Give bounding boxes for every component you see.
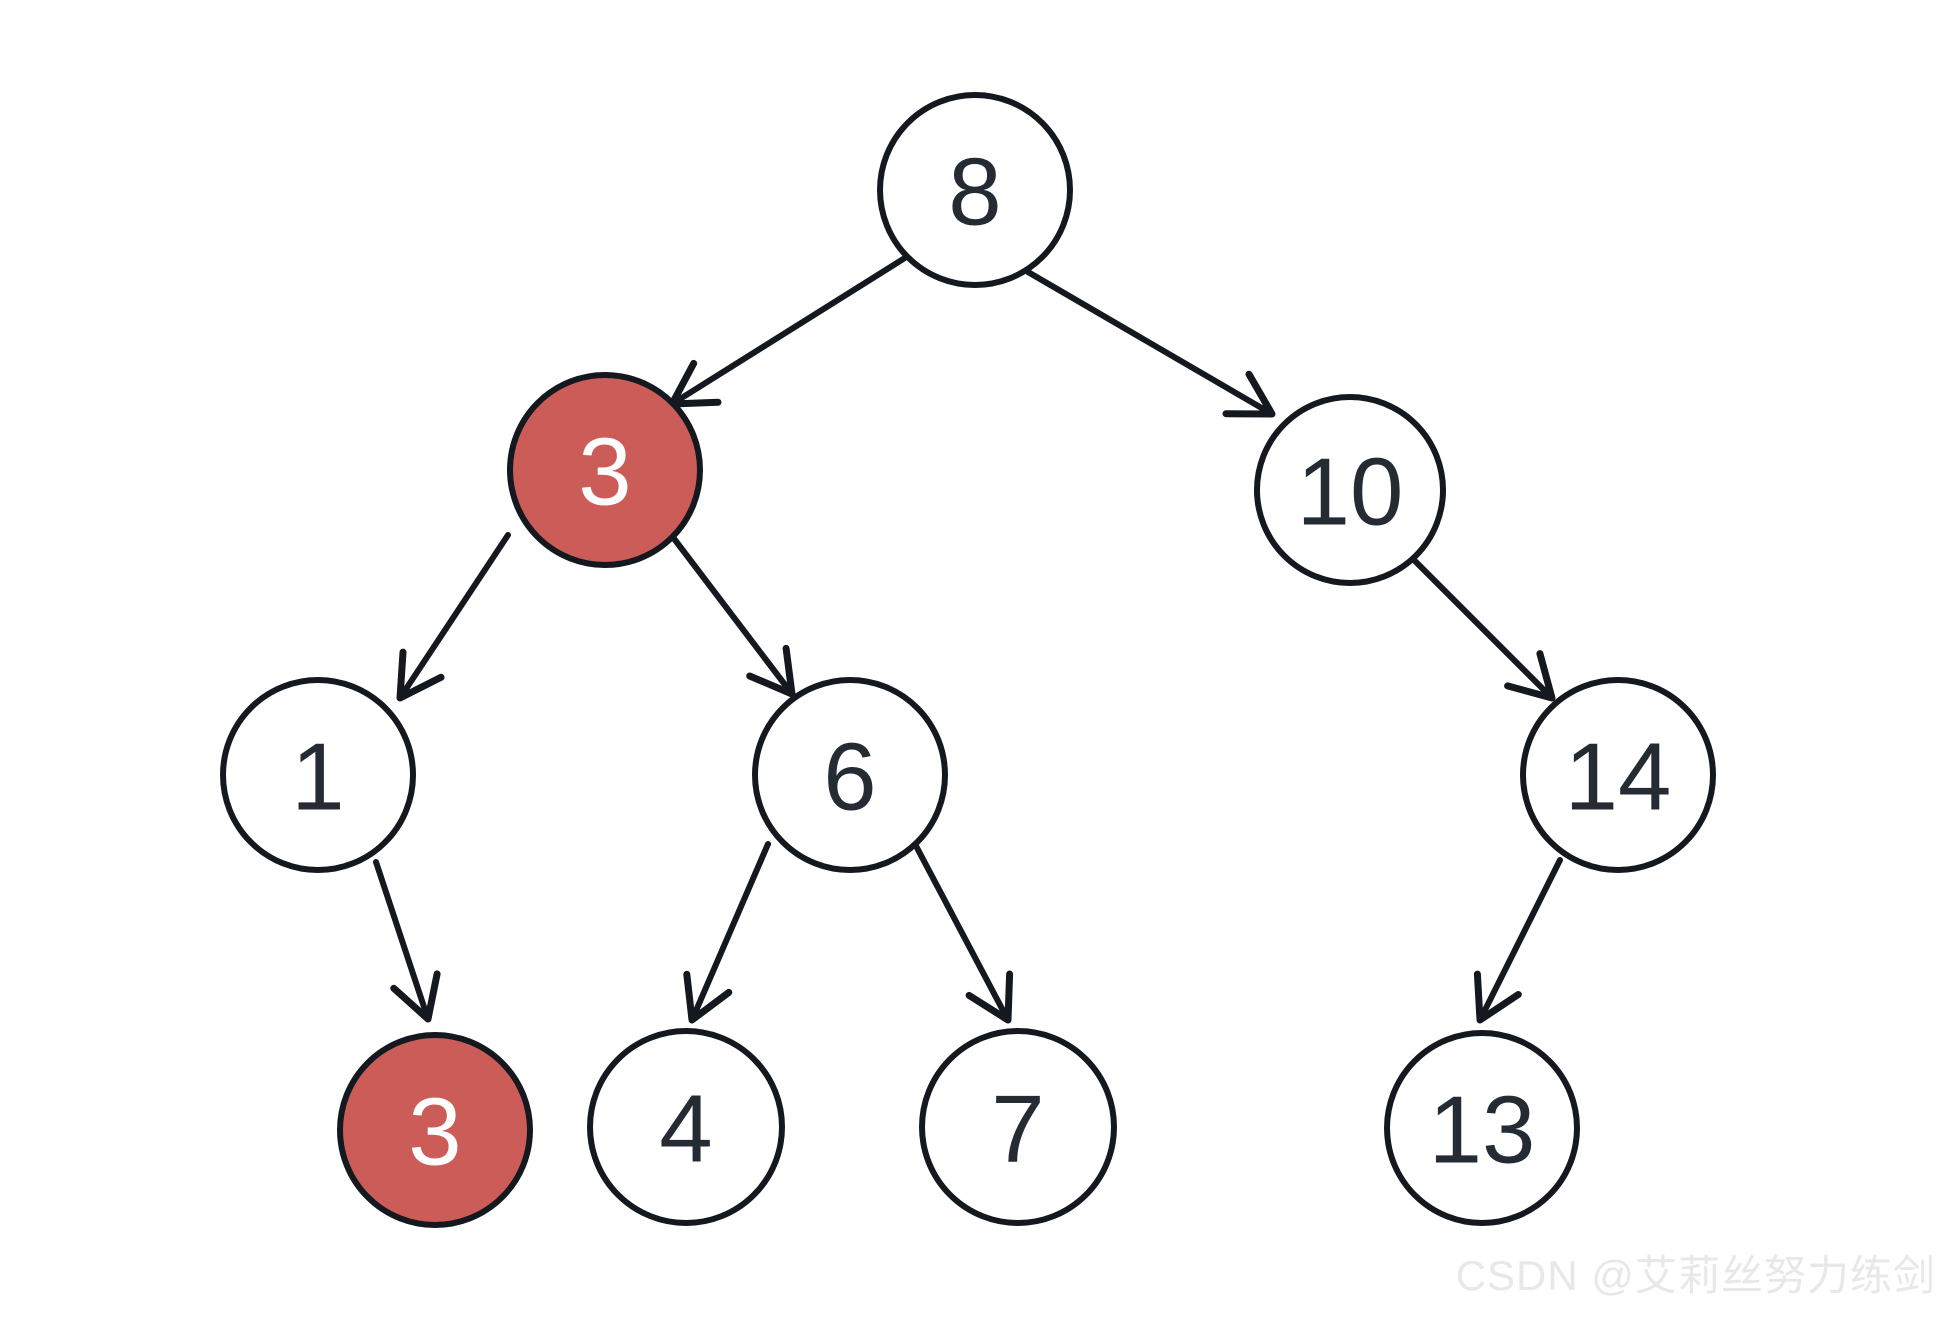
- node-value-label: 3: [578, 419, 631, 526]
- tree-node[interactable]: 6: [752, 677, 948, 873]
- tree-node-highlighted[interactable]: 3: [507, 372, 703, 568]
- node-value-label: 14: [1565, 724, 1672, 831]
- tree-edge: [373, 859, 441, 1023]
- arrowhead-icon: [396, 648, 445, 702]
- tree-edge: [1473, 857, 1563, 1024]
- tree-edge: [1025, 269, 1276, 418]
- tree-edge: [912, 841, 1014, 1024]
- node-circle[interactable]: [752, 677, 948, 873]
- node-circle[interactable]: [919, 1028, 1117, 1226]
- tree-node-highlighted[interactable]: 3: [337, 1032, 533, 1228]
- csdn-watermark: CSDN @艾莉丝努力练剑: [1455, 1252, 1936, 1299]
- tree-node[interactable]: 14: [1520, 677, 1716, 873]
- node-circle[interactable]: [587, 1028, 785, 1226]
- edge-line: [1025, 269, 1275, 417]
- node-circle[interactable]: [1520, 677, 1716, 873]
- arrowhead-icon: [965, 970, 1014, 1024]
- arrowhead-icon: [746, 644, 796, 698]
- edge-line: [1405, 551, 1555, 701]
- tree-edge: [683, 841, 771, 1024]
- tree-edge: [669, 533, 796, 698]
- node-value-label: 13: [1429, 1077, 1536, 1184]
- node-value-label: 10: [1297, 439, 1404, 546]
- tree-node[interactable]: 10: [1254, 394, 1446, 586]
- node-value-label: 4: [659, 1076, 712, 1183]
- node-value-label: 7: [991, 1076, 1044, 1183]
- edge-line: [669, 253, 911, 407]
- node-value-label: 3: [408, 1079, 461, 1186]
- tree-node[interactable]: 8: [877, 92, 1073, 288]
- edge-line: [397, 532, 511, 701]
- nodes-layer: 8 3 10 1 6 14 3 4 7 13: [220, 92, 1716, 1228]
- edges-layer: [373, 253, 1563, 1024]
- arrowhead-icon: [668, 359, 722, 408]
- edge-line: [373, 859, 431, 1022]
- node-circle[interactable]: [1254, 394, 1446, 586]
- node-circle[interactable]: [220, 677, 416, 873]
- tree-node[interactable]: 7: [919, 1028, 1117, 1226]
- node-value-label: 8: [948, 139, 1001, 246]
- node-circle[interactable]: [1384, 1030, 1580, 1226]
- arrowhead-icon: [1504, 650, 1556, 702]
- node-circle[interactable]: [507, 372, 703, 568]
- edge-line: [689, 841, 771, 1023]
- edge-line: [1477, 857, 1563, 1023]
- node-value-label: 6: [823, 724, 876, 831]
- node-value-label: 1: [291, 724, 344, 831]
- arrowhead-icon: [683, 970, 733, 1024]
- node-circle[interactable]: [337, 1032, 533, 1228]
- arrowhead-icon: [1222, 370, 1276, 418]
- tree-node[interactable]: 13: [1384, 1030, 1580, 1226]
- tree-node[interactable]: 4: [587, 1028, 785, 1226]
- arrowhead-icon: [1473, 970, 1522, 1024]
- arrowhead-icon: [390, 970, 441, 1023]
- tree-node[interactable]: 1: [220, 677, 416, 873]
- tree-edge: [396, 532, 511, 702]
- tree-edge: [668, 253, 911, 408]
- edge-line: [912, 841, 1011, 1023]
- node-circle[interactable]: [877, 92, 1073, 288]
- tree-edge: [1405, 551, 1556, 702]
- edge-line: [669, 533, 795, 697]
